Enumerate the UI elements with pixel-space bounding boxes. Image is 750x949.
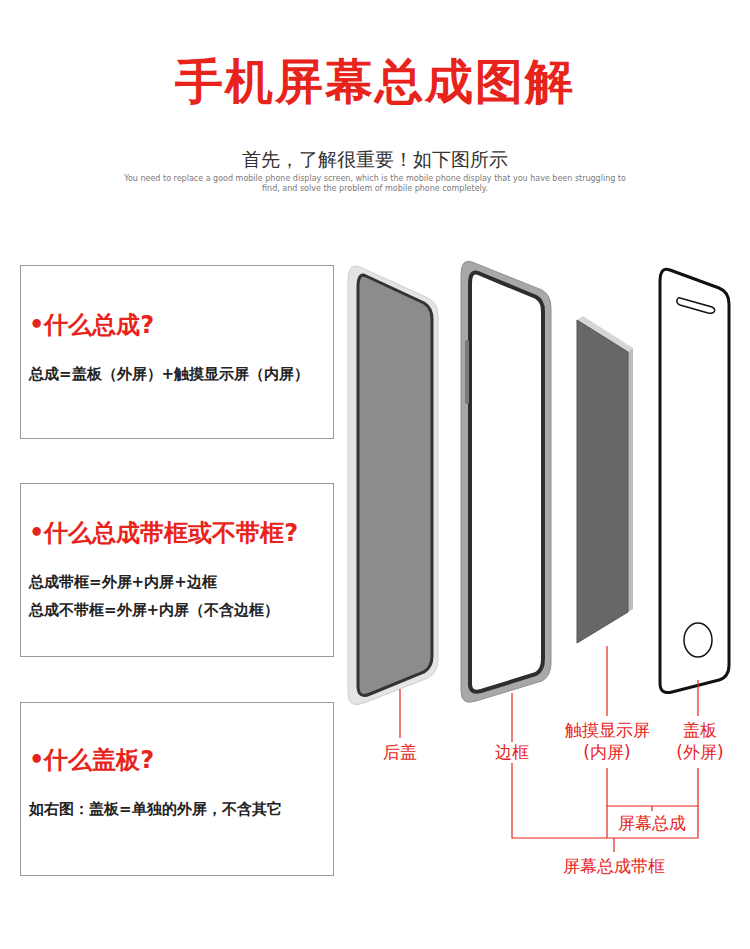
- side-button: [465, 340, 469, 404]
- speaker-slot: [677, 298, 715, 314]
- back-cover: [348, 266, 438, 705]
- box-heading: •什么总成带框或不带框?: [29, 518, 325, 548]
- box-heading: •什么总成?: [29, 310, 325, 340]
- group-label: 屏幕总成带框: [561, 856, 667, 877]
- part-label: 边框: [493, 742, 531, 763]
- box-body: 总成带框=外屏+内屏+边框: [29, 568, 325, 596]
- part-label: 盖板: [681, 720, 719, 741]
- box-body: 如右图：盖板=单独的外屏，不含其它: [29, 795, 325, 823]
- group-label: 屏幕总成: [616, 813, 688, 834]
- frame-inner: [470, 272, 543, 691]
- info-box: •什么总成带框或不带框? 总成带框=外屏+内屏+边框总成不带框=外屏+内屏（不含边…: [20, 483, 334, 657]
- frame: [461, 261, 551, 702]
- part-label: (内屏): [581, 742, 632, 763]
- box-body: 总成=盖板（外屏）+触摸显示屏（内屏）: [29, 360, 325, 388]
- box-heading: •什么盖板?: [29, 745, 325, 775]
- part-label: 触摸显示屏: [563, 720, 652, 741]
- display-edge: [628, 348, 633, 612]
- info-box: •什么总成? 总成=盖板（外屏）+触摸显示屏（内屏）: [20, 265, 334, 439]
- part-label: 后盖: [381, 742, 419, 763]
- cover-glass: [660, 269, 729, 692]
- touch-display: [577, 320, 628, 643]
- home-button: [684, 623, 712, 657]
- subtitle: 首先，了解很重要！如下图所示: [242, 147, 508, 171]
- english-note: You need to replace a good mobile phone …: [115, 174, 635, 194]
- back-cover-panel: [358, 275, 432, 695]
- page-title: 手机屏幕总成图解: [175, 50, 575, 114]
- box-body: 总成不带框=外屏+内屏（不含边框）: [29, 596, 325, 624]
- info-box: •什么盖板? 如右图：盖板=单独的外屏，不含其它: [20, 702, 334, 876]
- leader-lines: [400, 646, 698, 852]
- part-label: (外屏): [674, 742, 725, 763]
